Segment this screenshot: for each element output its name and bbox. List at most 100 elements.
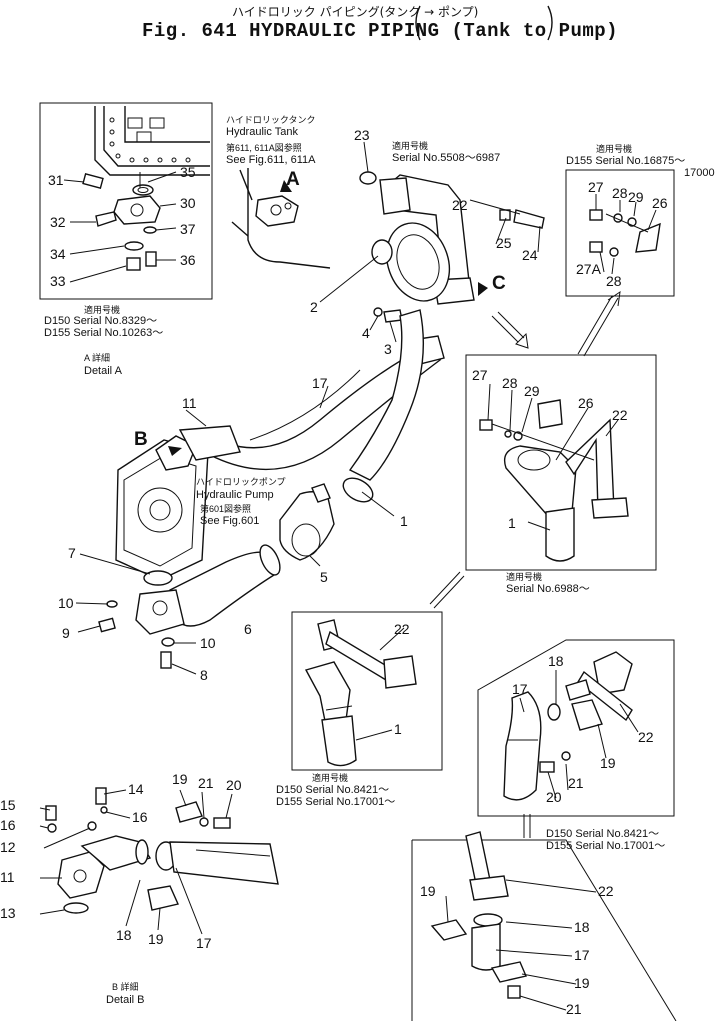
serial-8421-mid-line1: D150 Serial No.8421～ — [276, 784, 390, 796]
part-number-32: 32 — [50, 214, 66, 230]
part-number-2: 2 — [310, 299, 318, 315]
part-number-17-hose: 17 — [312, 375, 328, 391]
part-number-29-box6988: 29 — [524, 383, 540, 399]
detail-b-label-jp: B 詳細 — [112, 982, 139, 992]
part-number-15: 15 — [0, 797, 16, 813]
leader-lines — [39, 141, 657, 1011]
part-number-17-detail-b: 17 — [196, 935, 212, 951]
part-number-14: 14 — [128, 781, 144, 797]
part-number-12: 12 — [0, 839, 16, 855]
serial-6988-box — [465, 354, 657, 571]
detail-a-label-jp: A 詳細 — [84, 353, 111, 363]
part-number-28-box6988: 28 — [502, 375, 518, 391]
detail-a-applic-jp: 適用号機 — [84, 305, 121, 315]
serial-16875-applic-jp: 適用号機 — [596, 144, 633, 154]
part-number-13: 13 — [0, 905, 16, 921]
part-number-36: 36 — [180, 252, 196, 268]
part-number-17-bottom: 17 — [574, 947, 590, 963]
part-number-27a: 27A — [576, 261, 601, 277]
detail-a-label: Detail A — [84, 365, 122, 377]
hydraulic-pump — [115, 425, 241, 581]
part-number-18-right: 18 — [548, 653, 564, 669]
serial-8421-right-box — [477, 639, 675, 817]
part-number-21-right: 21 — [568, 775, 584, 791]
part-number-33: 33 — [50, 273, 66, 289]
upper-pipe-assembly — [359, 171, 545, 323]
view-letter-c: C — [492, 273, 506, 294]
title-brackets — [415, 5, 553, 41]
hydraulic-tank — [231, 168, 331, 269]
serial-8421-right-line2: D155 Serial No.17001～ — [546, 840, 666, 852]
part-number-28-box16875-lower: 28 — [606, 273, 622, 289]
part-number-22-box6988: 22 — [612, 407, 628, 423]
serial-6988-applic-jp: 適用号機 — [506, 572, 543, 582]
serial-8421-mid-applic-jp: 適用号機 — [312, 773, 349, 783]
tank-label-jp: ハイドロリックタンク — [226, 115, 316, 125]
view-letter-b: B — [134, 429, 148, 450]
part-number-21-detail-b: 21 — [198, 775, 214, 791]
part-number-11-pump: 11 — [182, 395, 197, 411]
part-number-19-detail-b-lower: 19 — [148, 931, 164, 947]
part-number-16-right: 16 — [132, 809, 148, 825]
part-number-19-bottom-right: 19 — [574, 975, 590, 991]
pump-label-jp: ハイドロリックポンプ — [196, 477, 286, 487]
pump-label: Hydraulic Pump — [196, 489, 274, 501]
part-number-37: 37 — [180, 221, 196, 237]
part-number-7: 7 — [68, 545, 76, 561]
part-number-22-bottom: 22 — [598, 883, 614, 899]
part-number-31: 31 — [48, 172, 64, 188]
part-number-1-box6988: 1 — [508, 515, 516, 531]
detail-a-box — [39, 102, 213, 300]
view-letter-a: A — [286, 169, 300, 190]
serial-8421-right-line1: D150 Serial No.8421～ — [546, 828, 660, 840]
part-number-4: 4 — [362, 325, 370, 341]
detail-a-serial-d150: D150 Serial No.8329～ — [44, 315, 158, 327]
part-number-29-box16875: 29 — [628, 189, 644, 205]
detail-b — [45, 787, 279, 914]
part-number-22-upper: 22 — [452, 197, 468, 213]
part-number-28-box16875-upper: 28 — [612, 185, 628, 201]
part-number-10-left: 10 — [58, 595, 74, 611]
tank-ref: See Fig.611, 611A — [226, 154, 316, 166]
part-number-10-right: 10 — [200, 635, 216, 651]
part-number-27-box6988: 27 — [472, 367, 488, 383]
part-number-25: 25 — [496, 235, 512, 251]
pump-ref-jp: 第601図参照 — [200, 504, 252, 514]
tank-ref-jp: 第611, 611A図参照 — [226, 143, 302, 153]
part-number-18-bottom: 18 — [574, 919, 590, 935]
part-number-8: 8 — [200, 667, 208, 683]
pointer-arrows — [429, 290, 621, 838]
part-number-34: 34 — [50, 246, 66, 262]
pump-ref: See Fig.601 — [200, 515, 260, 527]
title-japanese: ハイドロリック パイピング(タンク → ポンプ) — [232, 5, 479, 19]
part-number-18-detail-b: 18 — [116, 927, 132, 943]
part-number-26-box6988: 26 — [578, 395, 594, 411]
serial-8421-mid-box — [291, 611, 443, 771]
page-title: Fig. 641 HYDRAULIC PIPING (Tank to Pump) — [142, 20, 619, 42]
detail-a-serial-d155: D155 Serial No.10263～ — [44, 327, 164, 339]
clamp-5 — [279, 483, 335, 561]
part-number-19-bottom-left: 19 — [420, 883, 436, 899]
part-number-9: 9 — [62, 625, 70, 641]
part-number-27-box16875: 27 — [588, 179, 604, 195]
serial-16875-cont: 17000 — [684, 167, 715, 179]
serial-8421-mid-line2: D155 Serial No.17001～ — [276, 796, 396, 808]
detail-b-label: Detail B — [106, 994, 145, 1006]
part-number-30: 30 — [180, 195, 196, 211]
part-number-35: 35 — [180, 164, 196, 180]
serial-16875-box — [565, 169, 675, 297]
serial-16875: D155 Serial No.16875～ — [566, 155, 686, 167]
elbow-and-flange — [98, 544, 281, 669]
part-number-20-right: 20 — [546, 789, 562, 805]
part-number-26-box16875: 26 — [652, 195, 668, 211]
tank-label: Hydraulic Tank — [226, 126, 298, 138]
part-number-3: 3 — [384, 341, 392, 357]
part-number-24: 24 — [522, 247, 538, 263]
part-number-23: 23 — [354, 127, 370, 143]
part-number-11-detail-b: 11 — [0, 869, 15, 885]
part-number-19-detail-b-upper: 19 — [172, 771, 188, 787]
hoses — [198, 309, 445, 503]
serial-6988: Serial No.6988～ — [506, 583, 590, 595]
part-number-22-mid: 22 — [394, 621, 410, 637]
